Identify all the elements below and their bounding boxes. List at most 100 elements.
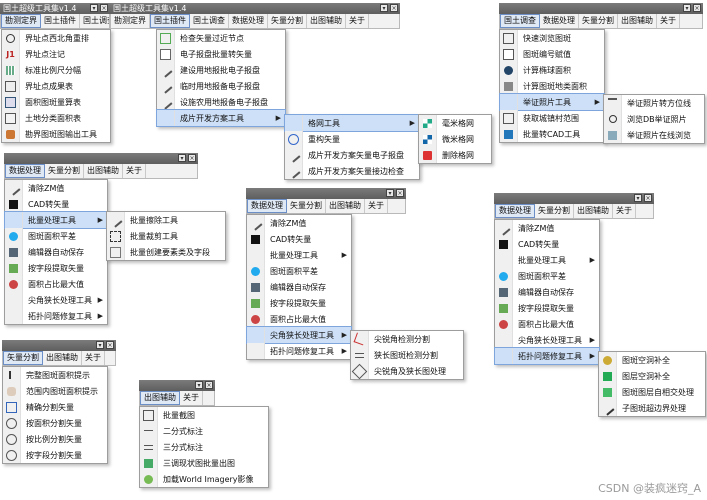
menu-diaocha[interactable]: 国土调查 <box>80 14 109 28</box>
menu-item[interactable]: 批量处理工具▶ <box>495 252 599 268</box>
dropdown-icon[interactable]: ▾ <box>195 381 203 389</box>
menu-guanyu[interactable]: 关于 <box>613 204 636 218</box>
menu-chutu[interactable]: 出图辅助 <box>618 14 657 28</box>
menu-item[interactable]: 按字段提取矢量 <box>5 260 107 276</box>
menu-item[interactable]: 批量转CAD工具 <box>500 126 604 142</box>
menu-item[interactable]: 举证照片在线浏览 <box>604 127 704 143</box>
menu-item[interactable]: 尖角狭长处理工具▶ <box>5 292 107 308</box>
menu-item[interactable]: 面积占比最大值 <box>5 276 107 292</box>
menu-fenge[interactable]: 矢量分割 <box>579 14 618 28</box>
menu-item[interactable]: 图斑面积平差 <box>247 263 351 279</box>
menu-guanyu[interactable]: 关于 <box>346 14 369 28</box>
menu-fenge[interactable]: 矢量分割 <box>535 204 574 218</box>
menu-item[interactable]: 三分式标注 <box>140 439 268 455</box>
close-icon[interactable]: × <box>205 381 213 389</box>
close-icon[interactable]: × <box>100 4 108 12</box>
menu-item[interactable]: 二分式标注 <box>140 423 268 439</box>
menu-guanyu[interactable]: 关于 <box>657 14 680 28</box>
dropdown-icon[interactable]: ▾ <box>380 4 388 12</box>
menu-item-highlighted[interactable]: 尖角狭长处理工具▶ <box>246 326 352 344</box>
menu-item[interactable]: 勘界图斑图输出工具 <box>2 126 110 142</box>
menu-item[interactable]: 界址点成果表 <box>2 78 110 94</box>
menu-item[interactable]: 批量裁剪工具 <box>107 228 225 244</box>
menu-fenge[interactable]: 矢量分割 <box>287 199 326 213</box>
menu-item[interactable]: 电子报盘批量转矢量 <box>157 46 285 62</box>
menu-item[interactable]: 图斑图层自相交处理 <box>599 384 705 400</box>
menu-item[interactable]: 计算椭球面积 <box>500 62 604 78</box>
close-icon[interactable]: × <box>644 194 652 202</box>
menu-item[interactable]: 尖锐角检测分割 <box>351 331 463 347</box>
dropdown-icon[interactable]: ▾ <box>386 189 394 197</box>
menu-item[interactable]: 建设用地报批电子报盘 <box>157 62 285 78</box>
menu-item[interactable]: 编辑器自动保存 <box>495 284 599 300</box>
menu-fenge[interactable]: 矢量分割 <box>268 14 307 28</box>
menu-item[interactable]: 批量创建要素类及字段 <box>107 244 225 260</box>
menu-item[interactable]: 成片开发方案矢量接边检查 <box>285 163 419 179</box>
menu-fenge[interactable]: 矢量分割 <box>3 351 43 365</box>
menu-shuju[interactable]: 数据处理 <box>495 204 535 218</box>
dropdown-icon[interactable]: ▾ <box>683 4 691 12</box>
menu-item[interactable]: 毫米格网 <box>419 115 491 131</box>
menu-item[interactable]: 尖锐角及狭长图处理 <box>351 363 463 379</box>
menu-shuju[interactable]: 数据处理 <box>5 164 45 178</box>
menu-item[interactable]: 界址点西北角重排 <box>2 30 110 46</box>
menu-item[interactable]: 图斑空洞补全 <box>599 352 705 368</box>
dropdown-icon[interactable]: ▾ <box>96 341 104 349</box>
menu-chutu[interactable]: 出图辅助 <box>43 351 82 365</box>
menu-item-highlighted[interactable]: 格网工具▶ <box>284 114 420 132</box>
menu-item[interactable]: 图斑面积平差 <box>5 228 107 244</box>
menu-item[interactable]: 图层空洞补全 <box>599 368 705 384</box>
menu-item[interactable]: 精确分割矢量 <box>3 399 107 415</box>
menu-chajian[interactable]: 国土插件 <box>41 14 80 28</box>
menu-chajian[interactable]: 国土插件 <box>150 14 190 28</box>
menu-item[interactable]: 清除ZM值 <box>247 215 351 231</box>
menu-item[interactable]: 重构矢量 <box>285 131 419 147</box>
close-icon[interactable]: × <box>390 4 398 12</box>
menu-guanyu[interactable]: 关于 <box>180 391 203 405</box>
menu-item[interactable]: 图斑面积平差 <box>495 268 599 284</box>
menu-item[interactable]: 按比例分割矢量 <box>3 431 107 447</box>
menu-chutu[interactable]: 出图辅助 <box>307 14 346 28</box>
menu-chutu[interactable]: 出图辅助 <box>84 164 123 178</box>
menu-item[interactable]: 子图斑超边界处理 <box>599 400 705 416</box>
menu-item[interactable]: 按字段提取矢量 <box>247 295 351 311</box>
menu-item[interactable]: CAD转矢量 <box>495 236 599 252</box>
close-icon[interactable]: × <box>188 154 196 162</box>
menu-item[interactable]: 加载World Imagery影像 <box>140 471 268 487</box>
menu-item[interactable]: 编辑器自动保存 <box>5 244 107 260</box>
menu-item[interactable]: 土地分类面积表 <box>2 110 110 126</box>
menu-item[interactable]: 清除ZM值 <box>495 220 599 236</box>
menu-shuju[interactable]: 数据处理 <box>247 199 287 213</box>
menu-item[interactable]: 按字段提取矢量 <box>495 300 599 316</box>
menu-item[interactable]: 快速浏览图斑 <box>500 30 604 46</box>
dropdown-icon[interactable]: ▾ <box>178 154 186 162</box>
menu-item-highlighted[interactable]: 成片开发方案工具▶ <box>156 109 286 127</box>
menu-diaocha[interactable]: 国土调查 <box>190 14 229 28</box>
menu-item[interactable]: 浏览DB举证照片 <box>604 111 704 127</box>
menu-item[interactable]: 删除格网 <box>419 147 491 163</box>
menu-item[interactable]: 批量擦除工具 <box>107 212 225 228</box>
menu-item[interactable]: 批量处理工具▶ <box>247 247 351 263</box>
menu-item[interactable]: 成片开发方案矢量电子报盘 <box>285 147 419 163</box>
menu-guanyu[interactable]: 关于 <box>123 164 146 178</box>
menu-item[interactable]: 清除ZM值 <box>5 180 107 196</box>
dropdown-icon[interactable]: ▾ <box>634 194 642 202</box>
menu-item[interactable]: 拓扑问题修复工具▶ <box>247 343 351 359</box>
menu-item[interactable]: 按面积分割矢量 <box>3 415 107 431</box>
menu-item[interactable]: 图斑编号赋值 <box>500 46 604 62</box>
menu-guanyu[interactable]: 关于 <box>365 199 388 213</box>
menu-item[interactable]: 按字段分割矢量 <box>3 447 107 463</box>
close-icon[interactable]: × <box>106 341 114 349</box>
menu-item[interactable]: 面积占比最大值 <box>495 316 599 332</box>
menu-item[interactable]: 计算图斑地类面积 <box>500 78 604 94</box>
menu-kanshi[interactable]: 勘测定界 <box>111 14 150 28</box>
menu-diaocha[interactable]: 国土调查 <box>500 14 540 28</box>
menu-guanyu[interactable]: 关于 <box>82 351 105 365</box>
menu-shuju[interactable]: 数据处理 <box>229 14 268 28</box>
menu-item[interactable]: 设施农用地报备电子报盘 <box>157 94 285 110</box>
menu-item[interactable]: 面积占比最大值 <box>247 311 351 327</box>
menu-shuju[interactable]: 数据处理 <box>540 14 579 28</box>
menu-chutu[interactable]: 出图辅助 <box>326 199 365 213</box>
menu-item-highlighted[interactable]: 举证照片工具▶ <box>499 93 605 111</box>
menu-item[interactable]: 编辑器自动保存 <box>247 279 351 295</box>
